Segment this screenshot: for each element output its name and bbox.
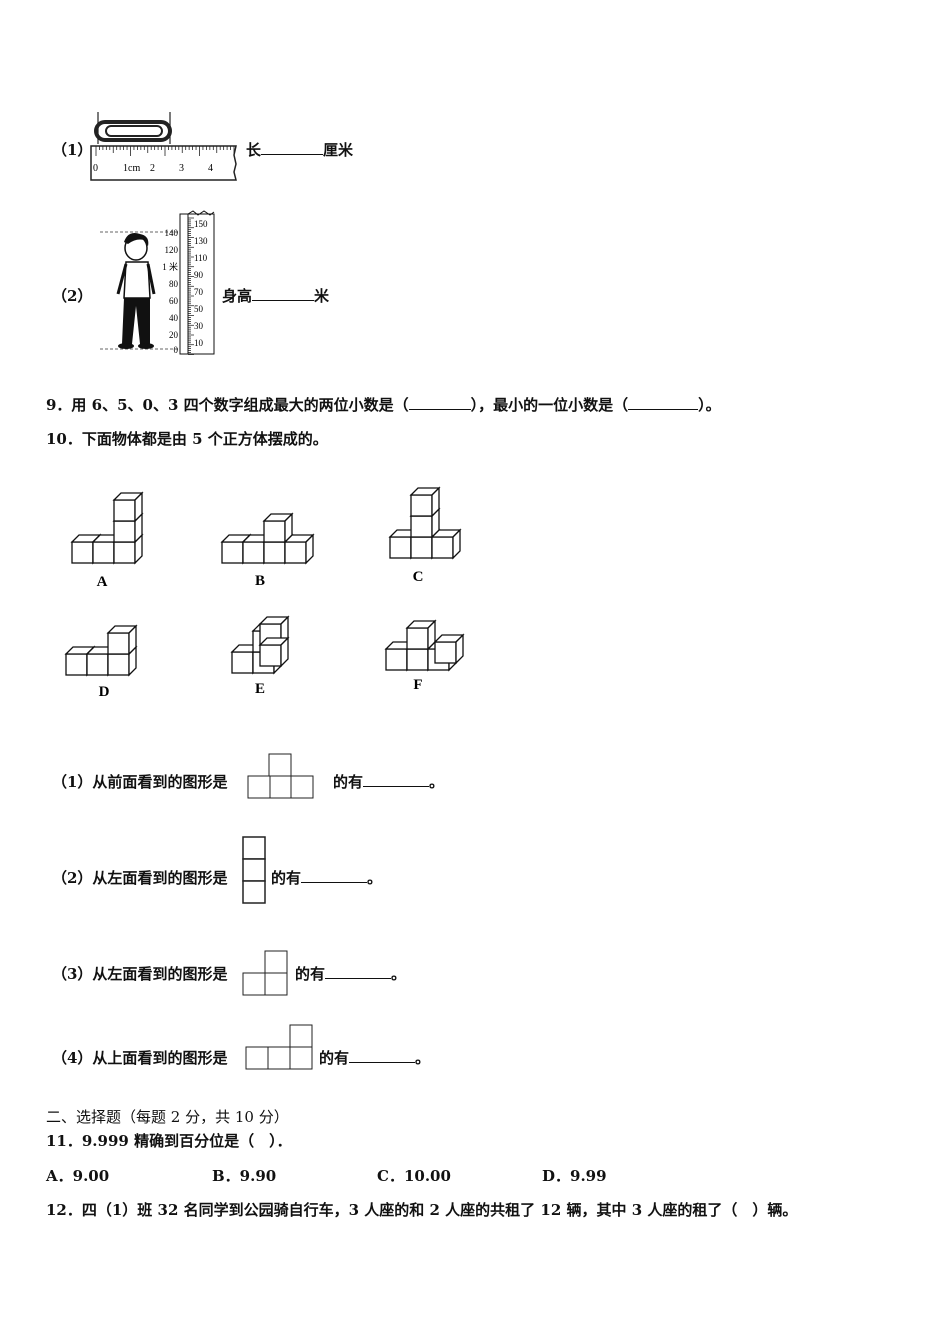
svg-text:140: 140: [165, 228, 179, 238]
q10-sub3-prefix: （3）从左面看到的图形是: [52, 965, 228, 983]
figure-label: C: [413, 569, 424, 585]
q10-sub3-answer: 的有。: [295, 964, 407, 983]
answer-blank[interactable]: [301, 868, 368, 883]
ruler-tick-label: 1cm: [123, 163, 140, 174]
q11-option-d[interactable]: D．9.99: [542, 1167, 607, 1185]
answer-blank[interactable]: [325, 964, 392, 979]
q8-part1-answer: 长 厘米: [246, 140, 353, 160]
q8-part2-prefix: 身高: [222, 287, 253, 305]
svg-text:130: 130: [194, 236, 208, 246]
svg-text:60: 60: [169, 296, 179, 306]
answer-blank[interactable]: [628, 395, 699, 410]
svg-text:110: 110: [194, 253, 208, 263]
q11-option-b[interactable]: B．9.90: [212, 1167, 277, 1185]
q8-part2-index: （2）: [52, 287, 93, 305]
question-11: 11．9.999 精确到百分位是（ ）．: [46, 1132, 292, 1150]
q10-sub4-prefix: （4）从上面看到的图形是: [52, 1049, 228, 1067]
ruler-icon: [90, 145, 237, 181]
paperclip-icon: [94, 120, 172, 142]
svg-text:70: 70: [194, 287, 204, 297]
svg-text:50: 50: [194, 304, 204, 314]
answer-blank[interactable]: [408, 395, 471, 410]
svg-text:0: 0: [174, 345, 179, 355]
figure-f-icon: [385, 620, 464, 671]
svg-text:30: 30: [194, 321, 204, 331]
q11-option-a[interactable]: A．9.00: [46, 1167, 110, 1185]
q10-sub2-answer: 的有。: [271, 868, 383, 887]
question-9: 9．用 6、5、0、3 四个数字组成最大的两位小数是（ ），最小的一位小数是（ ）。: [46, 395, 721, 415]
svg-text:10: 10: [194, 338, 204, 348]
left-view-l-shape-icon: [242, 950, 288, 996]
question-12: 12．四（1）班 32 名同学到公园骑自行车，3 人座的和 2 人座的共租了 1…: [46, 1201, 798, 1219]
figure-label: A: [97, 574, 108, 590]
q8-part1-index: （1）: [52, 141, 93, 159]
q9-end-text: ）。: [698, 396, 721, 414]
height-scale-icon: [187, 213, 215, 355]
ruler-tick-label: 3: [179, 163, 184, 174]
svg-text:90: 90: [194, 270, 204, 280]
svg-text:40: 40: [169, 313, 179, 323]
q11-option-c[interactable]: C．10.00: [377, 1167, 451, 1185]
figure-label: E: [255, 681, 265, 697]
answer-blank[interactable]: [363, 772, 430, 787]
answer-blank[interactable]: [349, 1048, 416, 1063]
q9-text: 9．用 6、5、0、3 四个数字组成最大的两位小数是（: [46, 396, 409, 414]
figure-d-icon: [65, 625, 137, 676]
svg-text:150: 150: [194, 219, 208, 229]
question-10: 10．下面物体都是由 5 个正方体摆成的。: [46, 430, 328, 448]
height-measure-figure: 140 120 1 米 80 60 40 20 0 150 130 110 90…: [100, 210, 215, 355]
q10-sub4-answer: 的有。: [319, 1048, 431, 1067]
ruler-tick-label: 0: [93, 163, 98, 174]
figure-a-icon: [71, 492, 143, 564]
left-view-column-shape-icon: [242, 836, 266, 904]
q8-part1-suffix: 厘米: [323, 141, 354, 159]
ruler-tick-label: 2: [150, 163, 155, 174]
figure-c-icon: [389, 487, 461, 559]
answer-blank[interactable]: [252, 286, 315, 301]
figure-label: D: [99, 684, 110, 700]
svg-text:80: 80: [169, 279, 179, 289]
svg-text:120: 120: [165, 245, 179, 255]
q10-sub2-prefix: （2）从左面看到的图形是: [52, 869, 228, 887]
figure-e-icon: [231, 616, 289, 674]
section-2-title: 二、选择题（每题 2 分，共 10 分）: [46, 1108, 289, 1126]
svg-text:1 米: 1 米: [162, 261, 178, 272]
answer-blank[interactable]: [261, 140, 324, 155]
q10-sub1-answer: 的有。: [333, 772, 445, 791]
svg-text:20: 20: [169, 330, 179, 340]
q8-part2-answer: 身高 米: [222, 286, 329, 306]
figure-label: B: [255, 573, 265, 589]
front-view-shape-icon: [247, 753, 314, 799]
cube-figures: A B C D E F: [65, 487, 464, 700]
ruler-paperclip-figure: 0 1cm 2 3 4: [90, 112, 237, 181]
q8-part2-suffix: 米: [314, 287, 330, 305]
child-icon: [116, 233, 156, 349]
ruler-tick-label: 4: [208, 163, 213, 174]
q8-part1-prefix: 长: [246, 141, 262, 159]
top-view-shape-icon: [245, 1024, 313, 1070]
figure-b-icon: [221, 513, 314, 564]
q10-sub1-prefix: （1）从前面看到的图形是: [52, 773, 228, 791]
figure-label: F: [413, 677, 422, 693]
q9-mid-text: ），最小的一位小数是（: [470, 396, 629, 414]
